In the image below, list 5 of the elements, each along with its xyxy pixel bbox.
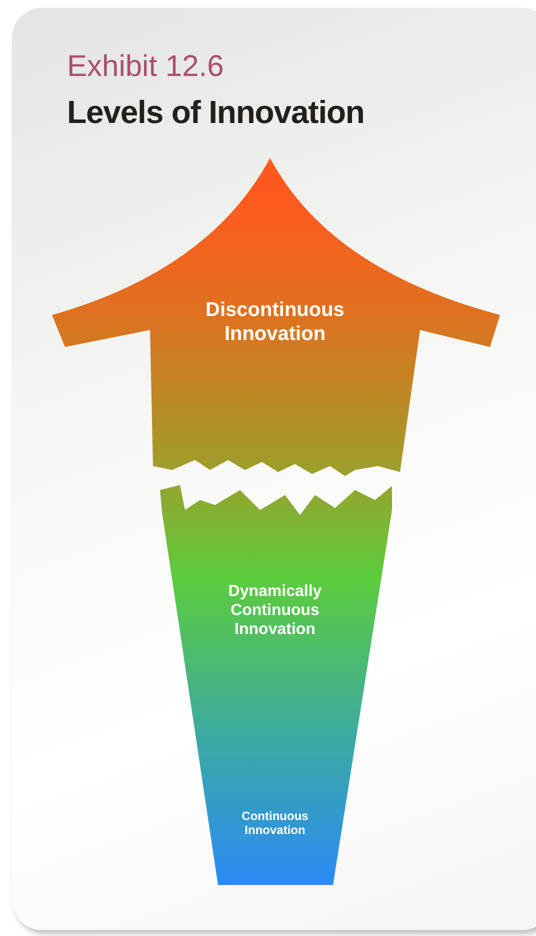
shape-label: Dynamically Continuous Innovation: [227, 582, 323, 640]
shape-label: Discontinuous Innovation: [204, 298, 346, 346]
shape-label: Continuous Innovation: [240, 809, 310, 838]
title: Levels of Innovation: [67, 94, 364, 131]
exhibit-number: Exhibit 12.6: [67, 50, 224, 84]
